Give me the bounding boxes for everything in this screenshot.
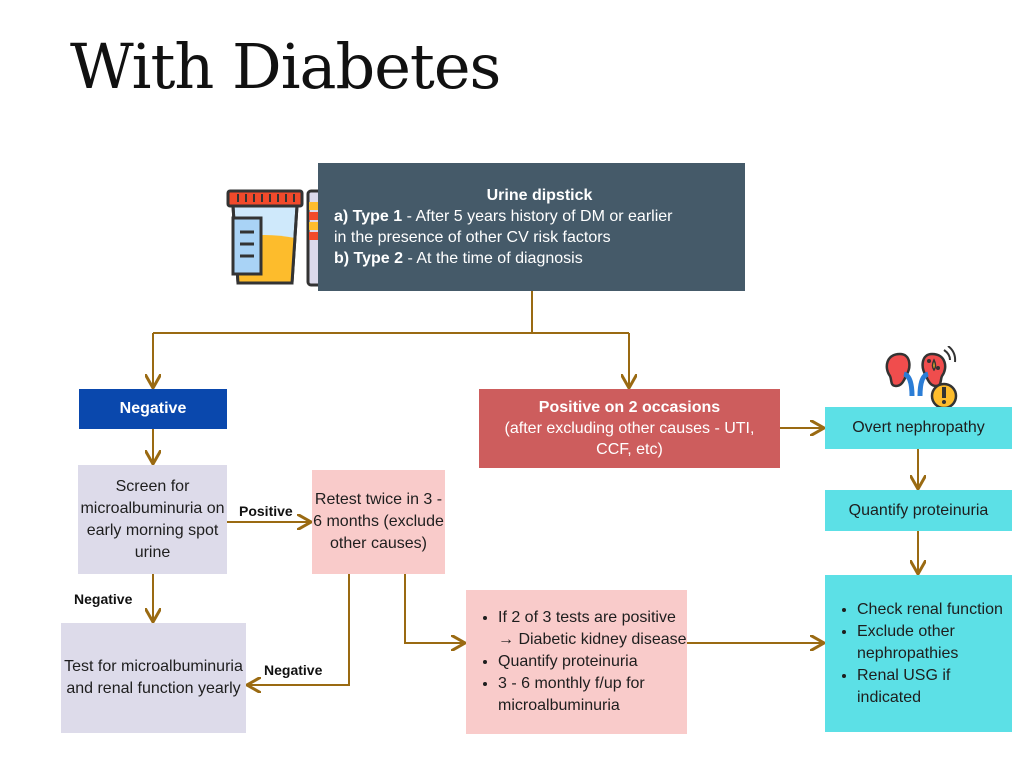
dipstick-type1-cont: in the presence of other CV risk factors <box>334 229 611 246</box>
positive-two-occasions-box: Positive on 2 occasions (after excluding… <box>479 389 780 468</box>
arrow-retest-to-dkd <box>404 574 463 643</box>
check-renal-box: Check renal function Exclude other nephr… <box>825 575 1012 732</box>
dipstick-type1: a) Type 1 - After 5 years history of DM … <box>334 206 672 227</box>
type1-text: - After 5 years history of DM or earlier <box>402 208 673 225</box>
urine-dipstick-box: Urine dipstick a) Type 1 - After 5 years… <box>318 163 745 291</box>
list-item: 3 - 6 monthly f/up for microalbuminuria <box>498 673 687 717</box>
edge-label-negative-bottom: Negative <box>264 662 323 678</box>
list-item: Exclude other nephropathies <box>857 621 1012 665</box>
dkd-list: If 2 of 3 tests are positive → Diabetic … <box>466 607 687 717</box>
list-item: Renal USG if indicated <box>857 665 1012 709</box>
dipstick-type2: b) Type 2 - At the time of diagnosis <box>334 248 583 269</box>
quantify-proteinuria-box: Quantify proteinuria <box>825 490 1012 531</box>
negative-box: Negative <box>79 389 227 429</box>
screen-microalbuminuria-box: Screen for microalbuminuria on early mor… <box>78 465 227 574</box>
overt-nephropathy-box: Overt nephropathy <box>825 407 1012 449</box>
check-list: Check renal function Exclude other nephr… <box>825 599 1012 709</box>
arrow-dipstick-split <box>153 291 629 334</box>
urine-cup-and-dipstick-icon <box>226 189 326 287</box>
retest-box: Retest twice in 3 - 6 months (exclude ot… <box>312 470 445 574</box>
list-item: Check renal function <box>857 599 1012 621</box>
type2-label: b) Type 2 <box>334 250 404 267</box>
dipstick-heading: Urine dipstick <box>486 187 593 204</box>
page-title: With Diabetes <box>70 30 501 103</box>
positive-heading: Positive on 2 occasions <box>538 399 721 416</box>
edge-label-negative-left: Negative <box>74 591 133 607</box>
edge-label-positive: Positive <box>239 503 293 519</box>
list-item: Quantify proteinuria <box>498 651 687 673</box>
arrow-retest-to-test <box>249 574 350 685</box>
kidney-warning-icon <box>885 346 958 410</box>
type1-label: a) Type 1 <box>334 208 403 225</box>
diabetic-kidney-disease-box: If 2 of 3 tests are positive → Diabetic … <box>466 590 687 734</box>
type2-text: - At the time of diagnosis <box>403 250 583 267</box>
list-item: If 2 of 3 tests are positive → Diabetic … <box>498 607 687 651</box>
positive-subtext: (after excluding other causes - UTI, CCF… <box>504 420 755 458</box>
test-yearly-box: Test for microalbuminuria and renal func… <box>61 623 246 733</box>
